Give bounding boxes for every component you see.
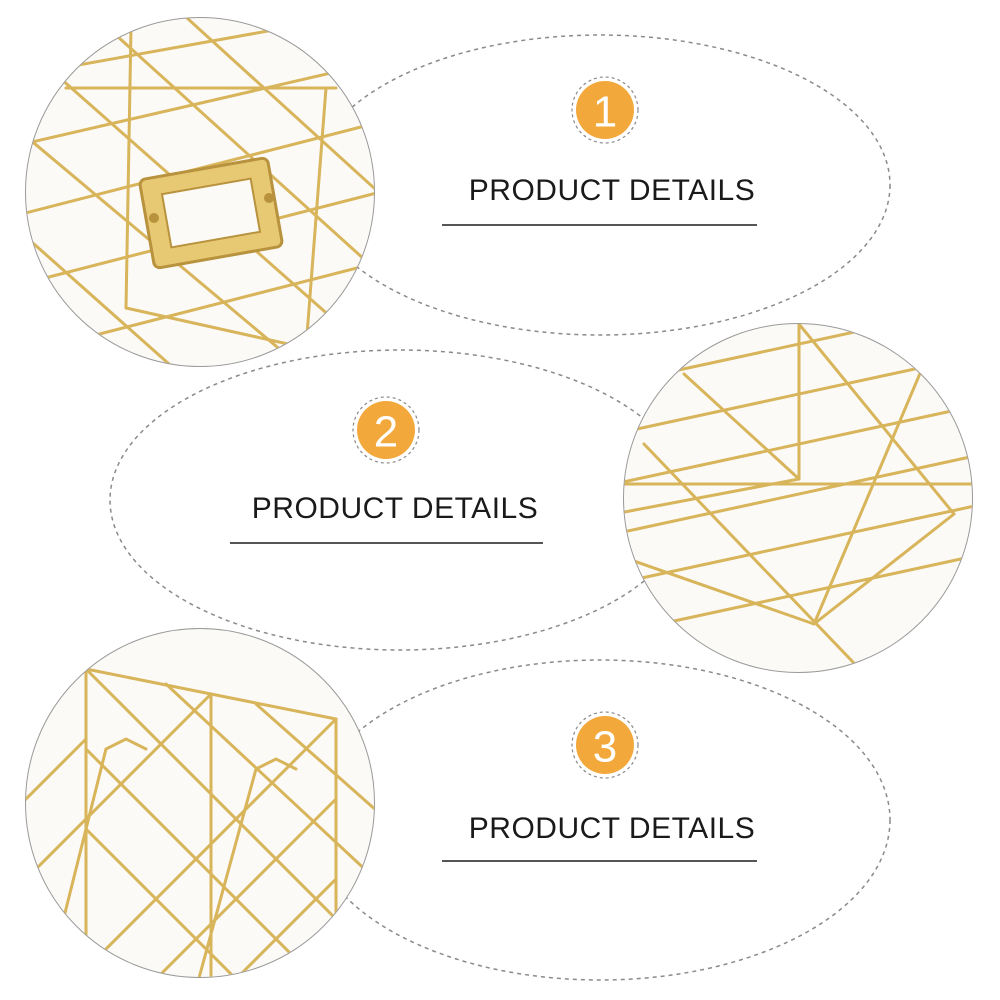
detail-label-3: PRODUCT DETAILS xyxy=(468,812,756,845)
detail-underline-3 xyxy=(442,860,757,862)
product-photo-wire-slots xyxy=(25,628,375,978)
label-holder-icon xyxy=(138,156,284,270)
detail-underline-1 xyxy=(442,224,757,226)
product-photo-wire-corner xyxy=(623,323,973,673)
detail-underline-2 xyxy=(230,542,543,544)
dashed-outline-1 xyxy=(309,34,891,336)
product-photo-label-holder xyxy=(25,17,375,367)
detail-label-1: PRODUCT DETAILS xyxy=(468,174,756,207)
detail-label-2: PRODUCT DETAILS xyxy=(251,492,539,525)
